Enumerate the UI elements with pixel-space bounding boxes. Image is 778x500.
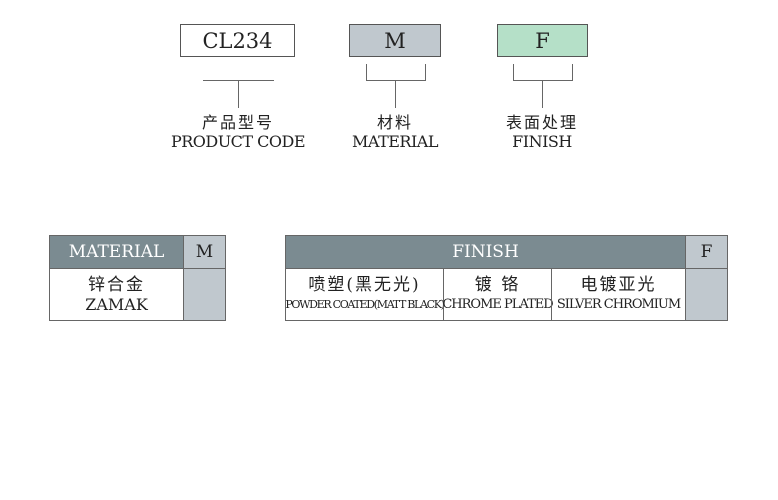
- finish-header: FINISH: [285, 235, 686, 269]
- material-code-header: M: [183, 235, 226, 269]
- finish-code-header: F: [685, 235, 728, 269]
- finish-option: 喷塑(黑无光)POWDER COATED(MATT BLACK): [285, 268, 445, 321]
- material-code-box: M: [349, 24, 441, 57]
- product-code-box: CL234: [180, 24, 295, 57]
- finish-code-cell: [685, 268, 728, 321]
- finish-code-box: F: [497, 24, 588, 57]
- material-header: MATERIAL: [49, 235, 184, 269]
- material-code-cell: [183, 268, 226, 321]
